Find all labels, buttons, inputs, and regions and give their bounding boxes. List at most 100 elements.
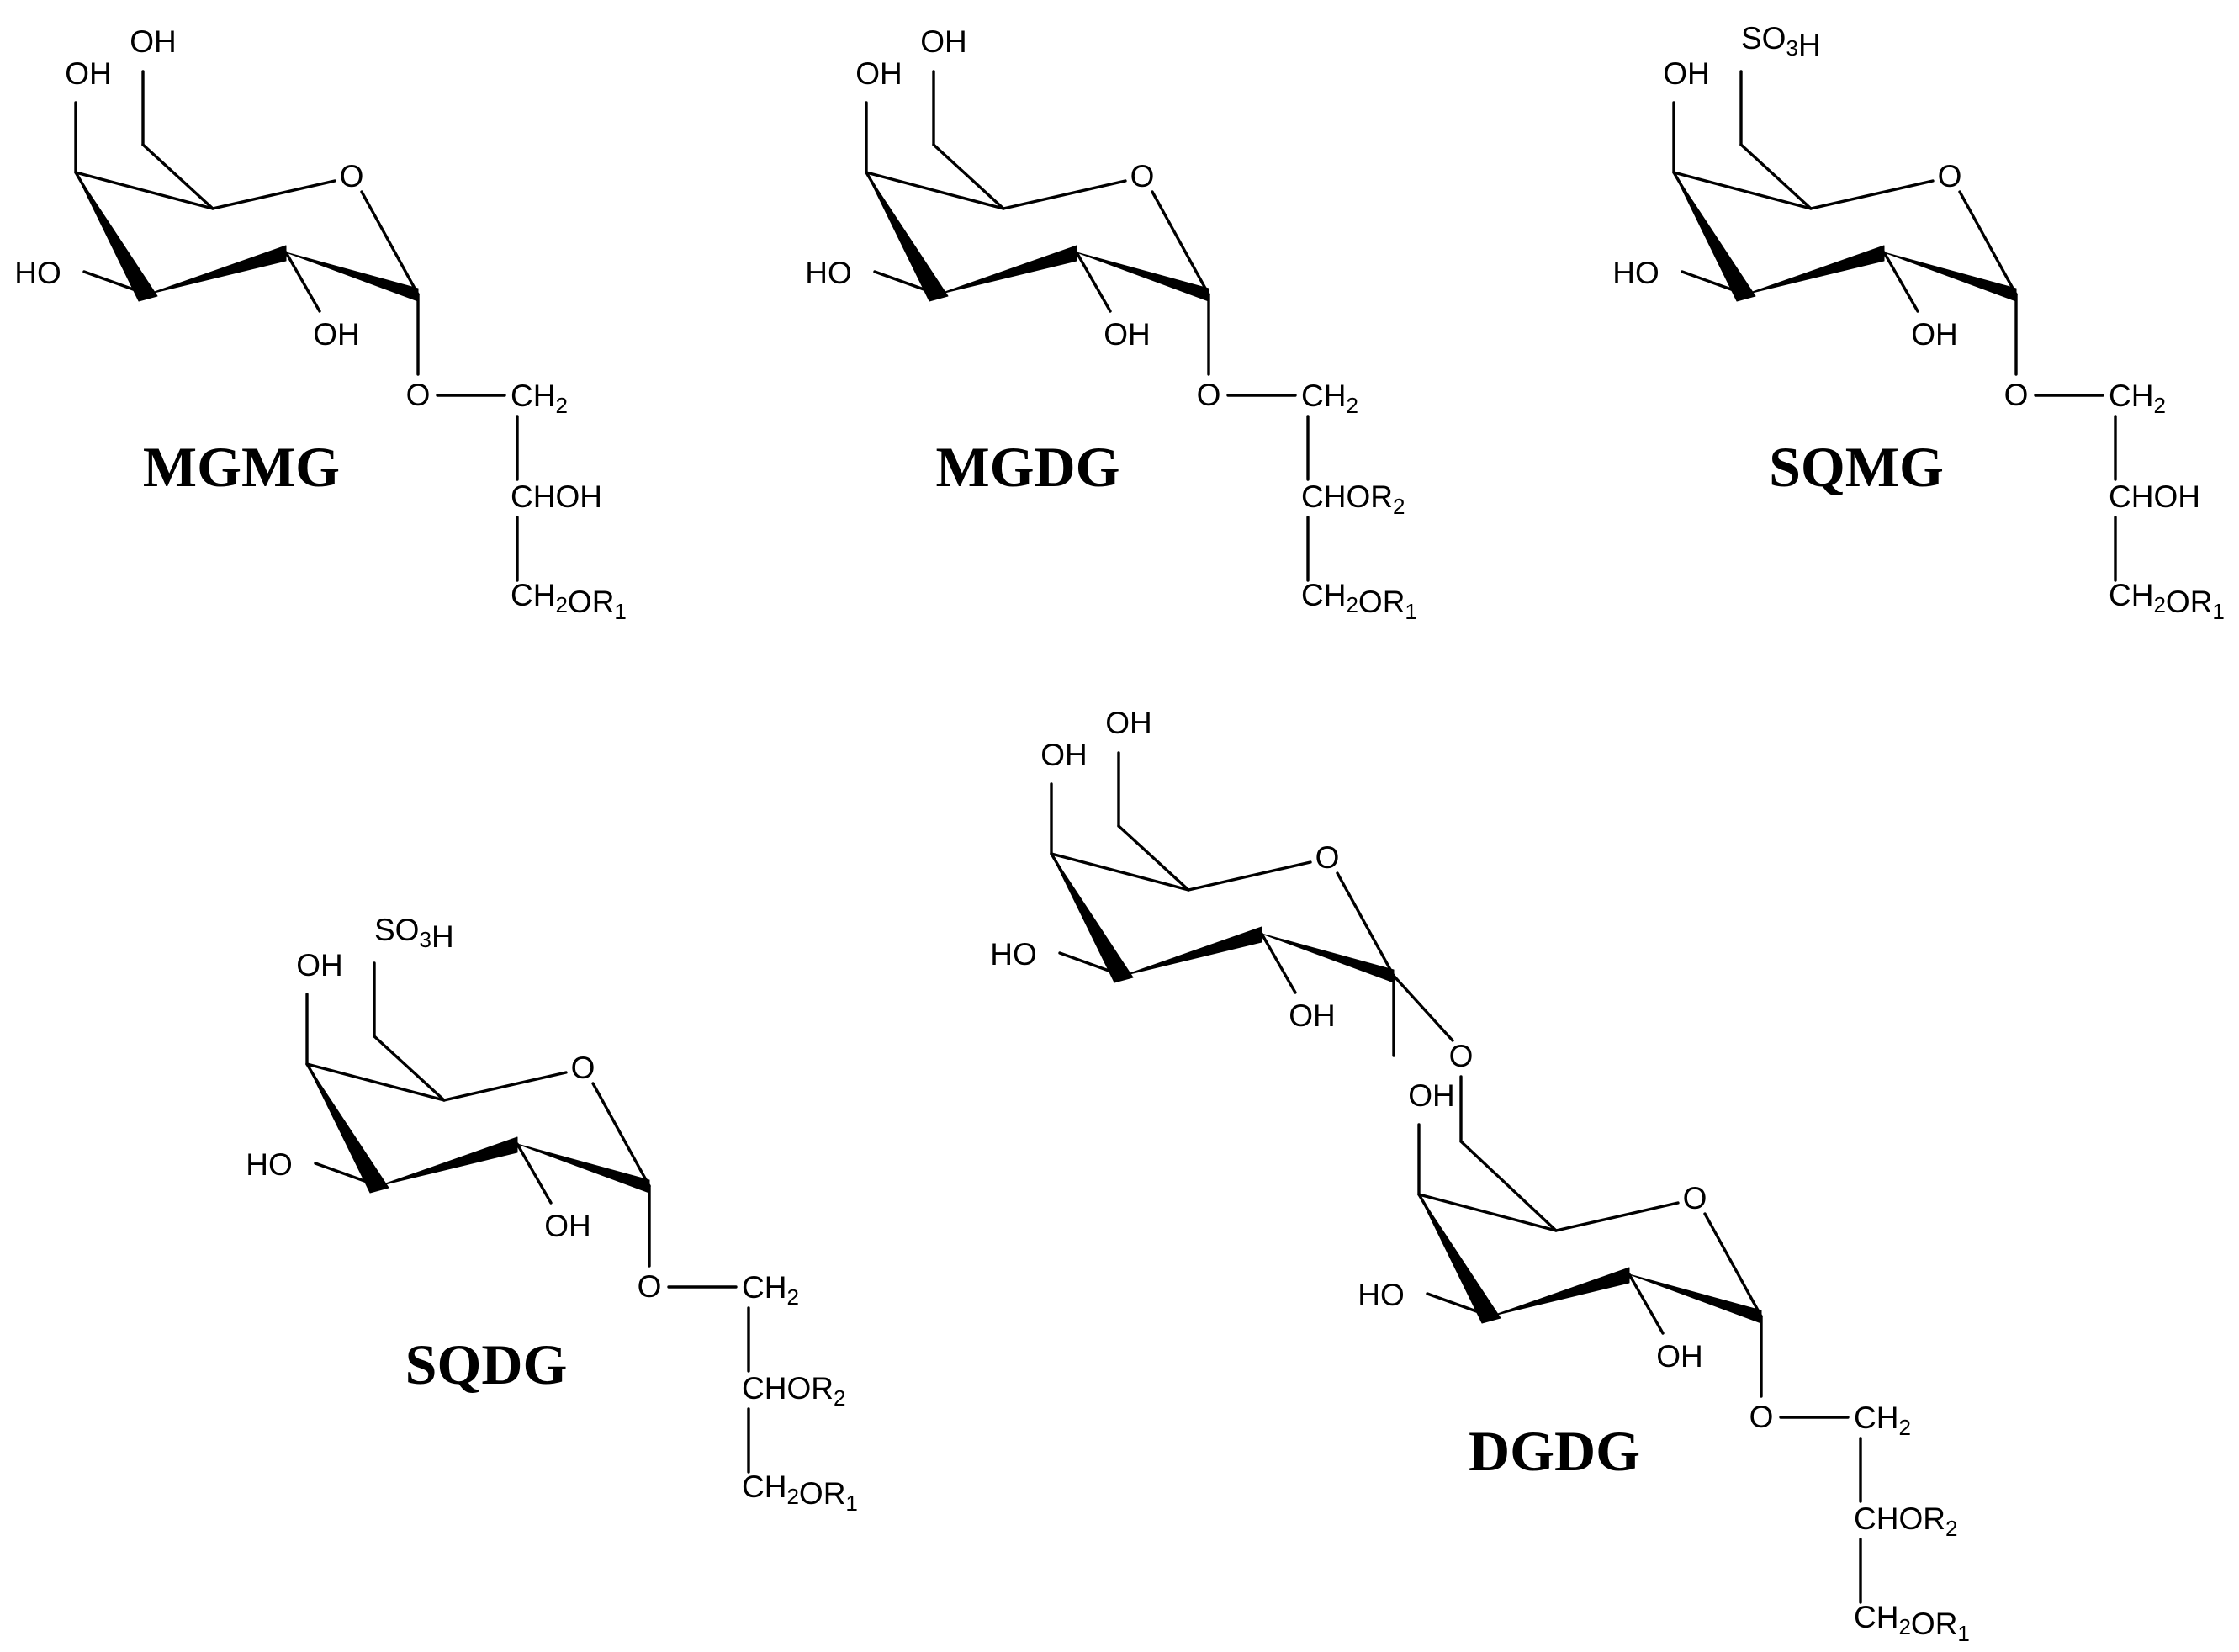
molecule-name: SQDG [405, 1332, 568, 1396]
glycerol-ch2or1-label: CH2OR1 [1854, 1600, 1970, 1646]
glycerol-ch2or1-label-part: 1 [845, 1491, 857, 1516]
bond-c5-c6 [141, 143, 214, 210]
glycosidic-oxygen-label: O [1749, 1400, 1774, 1434]
glycerol-chor2-label: CHOR2 [1854, 1501, 1957, 1541]
bond-c2-oh [284, 251, 321, 313]
glycerol-ch2or1-label: CH2OR1 [742, 1469, 858, 1516]
c2-hydroxyl-label-part: OH [1911, 317, 1958, 352]
ring-oxygen-label-part: O [340, 159, 364, 193]
ring-bond [1336, 871, 1395, 977]
c4-hydroxyl-label: OH [1040, 738, 1088, 772]
sulfonate-label: SO3H [1741, 21, 1821, 62]
glycerol-ch2or1-label: CH2OR1 [1301, 578, 1417, 624]
ring-bond [360, 190, 420, 296]
glycerol-ch2or1-label-part: 2 [555, 592, 567, 617]
glycerol-ch2or1-label-part: OR [799, 1476, 846, 1511]
bond-c2-oh [516, 1142, 553, 1205]
c3-hydroxyl-label: HO [246, 1147, 293, 1182]
ring-oxygen-label: O [1130, 159, 1155, 193]
glycosidic-oxygen-label-part: O [1197, 378, 1221, 412]
glycerol-ch2-label-part: 2 [786, 1284, 798, 1310]
ring-bond [591, 1082, 651, 1188]
molecule-name: SQMG [1769, 435, 1944, 499]
wedge-bond [378, 1136, 518, 1187]
c2-hydroxyl-label: OH [544, 1209, 591, 1243]
bond-c5-c6 [1117, 824, 1190, 892]
glycerol-ch2-label: CH2 [1301, 379, 1358, 418]
sulfonate-label-part: SO [1741, 21, 1786, 56]
bond-c3-oh [1681, 270, 1747, 296]
c2-hydroxyl-label-part: OH [544, 1209, 591, 1243]
glycerol-ch2or1-label-part: 2 [2153, 592, 2165, 617]
glycerol-ch2-label: CH2 [742, 1270, 799, 1310]
ring-bond [1958, 190, 2018, 296]
ring-bond [211, 179, 336, 210]
c3-hydroxyl-label-part: HO [1358, 1278, 1405, 1312]
c2-hydroxyl-label-part: OH [1289, 998, 1336, 1033]
ring-oxygen-label: O [1315, 840, 1340, 875]
ring-oxygen-label: O [571, 1051, 595, 1085]
sulfonate-label-part: 3 [419, 927, 431, 952]
wedge-bond [865, 172, 949, 302]
wedge-bond [146, 245, 287, 295]
wedge-bond [1673, 172, 1756, 302]
c3-hydroxyl-label: HO [990, 937, 1037, 972]
glycosidic-oxygen-label-part: O [1749, 1400, 1774, 1434]
glycerol-chor2-label-part: CHOR [1301, 479, 1393, 514]
bond-c3-oh [1426, 1292, 1492, 1318]
glycerol-chor2-label-part: 2 [834, 1385, 845, 1411]
c4-hydroxyl-label: OH [855, 56, 902, 91]
ring-oxygen-label-part: O [571, 1051, 595, 1085]
glycerol-ch2-label: CH2 [1854, 1400, 1911, 1440]
wedge-bond [1744, 245, 1885, 295]
glycerol-ch2-label: CH2 [511, 379, 568, 418]
c3-hydroxyl-label-part: HO [246, 1147, 293, 1182]
c2-hydroxyl-label-part: OH [313, 317, 360, 352]
glycerol-ch2or1-label-part: 1 [1957, 1621, 1969, 1646]
ring-oxygen-label: O [1938, 159, 1962, 193]
c2-hydroxyl-label: OH [1289, 998, 1336, 1033]
c4-hydroxyl-label-part: OH [1408, 1078, 1455, 1113]
c6-hydroxyl-label-part: OH [1105, 706, 1152, 740]
c2-hydroxyl-label-part: OH [1656, 1339, 1703, 1374]
sulfonate-label: SO3H [374, 913, 454, 954]
interglycosidic-oxygen-label: O [1449, 1039, 1474, 1073]
c4-hydroxyl-label: OH [296, 948, 343, 982]
ring-bond [442, 1071, 568, 1102]
c6-hydroxyl-label-part: OH [130, 24, 177, 59]
glycosidic-oxygen-label-part: O [638, 1269, 662, 1304]
glycerol-ch2or1-label-part: CH [511, 578, 555, 612]
c6-hydroxyl-label-part: OH [920, 24, 967, 59]
glycosidic-oxygen-label: O [406, 378, 431, 412]
glycerol-ch2-label-part: CH [2109, 379, 2153, 413]
bond-c5-c6 [932, 143, 1005, 210]
c3-hydroxyl-label: HO [1358, 1278, 1405, 1312]
c3-hydroxyl-label-part: HO [1612, 256, 1659, 290]
c3-hydroxyl-label-part: HO [990, 937, 1037, 972]
ring-bond [1002, 179, 1127, 210]
glycerol-ch2or1-label-part: OR [568, 585, 615, 619]
glycerol-ch2or1-label-part: OR [1911, 1607, 1958, 1641]
glycerol-ch2or1-label: CH2OR1 [511, 578, 627, 624]
c4-hydroxyl-label-part: OH [1663, 56, 1710, 91]
ring-oxygen-label-part: O [1683, 1181, 1707, 1215]
glycerol-ch2-label-part: 2 [1346, 393, 1358, 418]
c4-hydroxyl-label-part: OH [65, 56, 112, 91]
c3-hydroxyl-label-part: HO [14, 256, 61, 290]
glycerol-choh-label-part: CHOH [2109, 479, 2200, 514]
bond-c5-c6 [1459, 1140, 1558, 1232]
ring-oxygen-label: O [340, 159, 364, 193]
c3-hydroxyl-label: HO [1612, 256, 1659, 290]
ring-bond [74, 171, 214, 210]
glycerol-ch2-label-part: CH [742, 1270, 786, 1305]
c3-hydroxyl-label-part: HO [805, 256, 852, 290]
glycerol-ch2or1-label-part: 1 [1405, 599, 1416, 624]
glycerol-choh-label: CHOH [2109, 479, 2200, 514]
glycosidic-oxygen-label-part: O [2004, 378, 2029, 412]
